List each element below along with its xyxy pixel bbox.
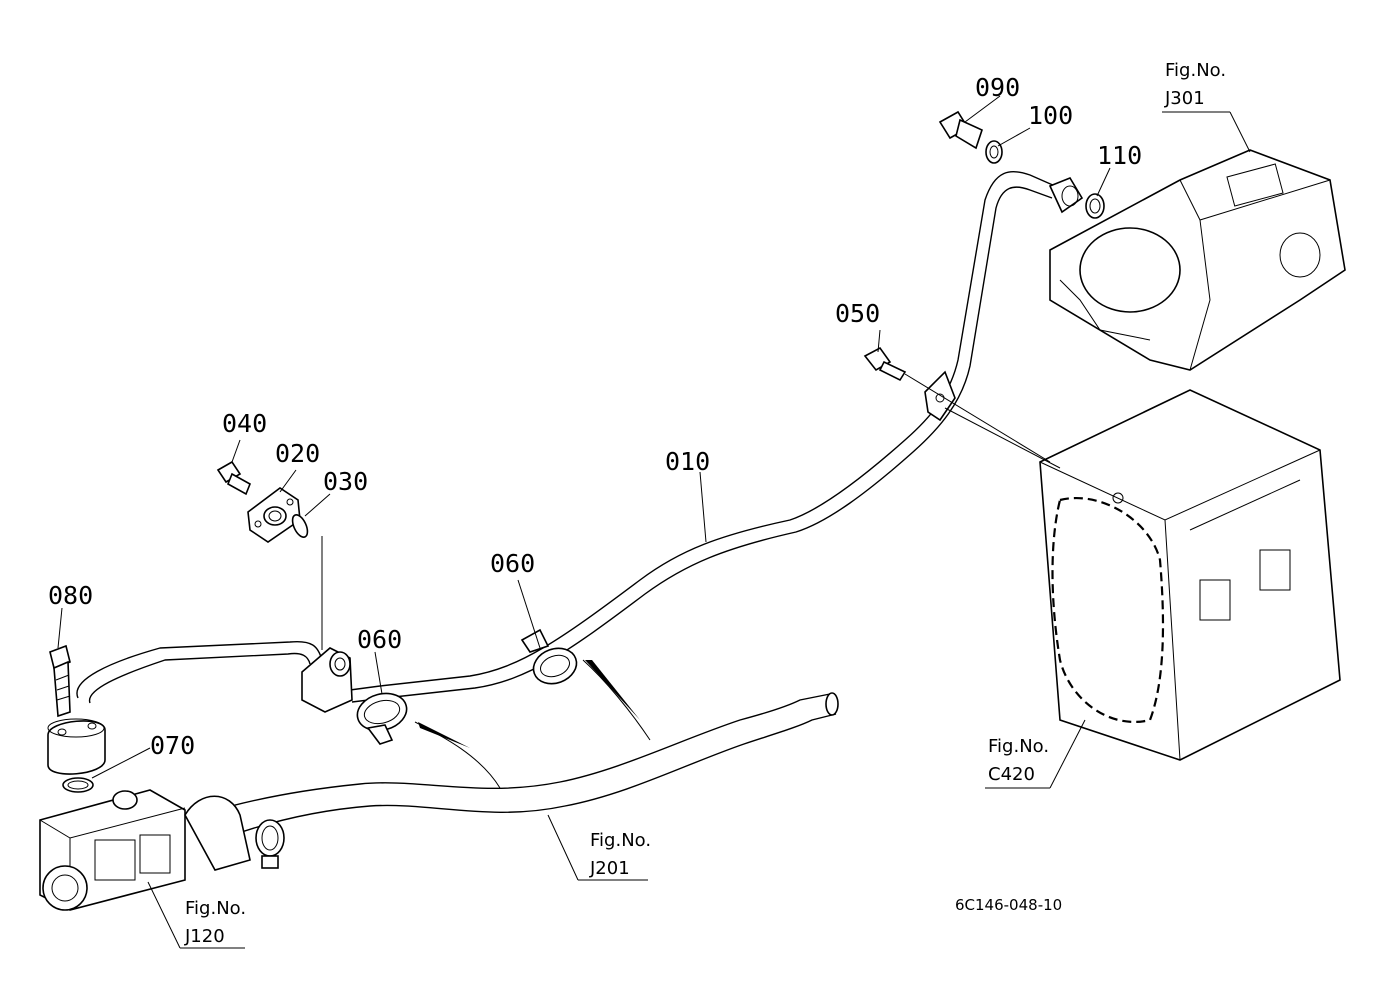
hose-clamp [255, 819, 285, 869]
pipe-bracket [924, 370, 956, 422]
label-020: 020 [275, 439, 320, 468]
pump-flange [47, 718, 106, 775]
washer-100 [985, 140, 1003, 164]
washer-110 [1085, 193, 1105, 219]
flange-020 [247, 487, 301, 543]
o-ring-030 [291, 514, 309, 538]
clamp-060-right [520, 628, 578, 685]
fig-ref-j301-code: J301 [1164, 88, 1205, 109]
clamp-060-left [356, 692, 408, 745]
banjo-bolt-090 [938, 110, 983, 150]
pipe-block [301, 647, 353, 713]
label-070: 070 [150, 731, 195, 760]
o-ring-070 [62, 777, 94, 793]
label-040: 040 [222, 409, 267, 438]
fig-ref-j120-title: Fig.No. [185, 898, 246, 919]
label-090: 090 [975, 73, 1020, 102]
fig-ref-c420-title: Fig.No. [988, 736, 1049, 757]
transmission-case-c420 [1039, 389, 1341, 761]
fig-ref-j120-code: J120 [184, 926, 225, 947]
hose-j201 [209, 692, 839, 837]
leader-lines [57, 95, 1251, 949]
direction-arrows [414, 659, 651, 789]
pipe-010 [76, 171, 1056, 704]
label-080: 080 [48, 581, 93, 610]
drawing-number: 6C146-048-10 [955, 896, 1062, 914]
label-100: 100 [1028, 101, 1073, 130]
label-060-upper: 060 [490, 549, 535, 578]
pipe-eye-end [1048, 177, 1084, 214]
fig-ref-j201-code: J201 [589, 858, 630, 879]
label-050: 050 [835, 299, 880, 328]
fig-ref-j301-title: Fig.No. [1165, 60, 1226, 81]
hydraulic-pump [39, 789, 251, 911]
bolt-080 [49, 644, 71, 718]
fig-ref-c420-code: C420 [988, 764, 1035, 785]
label-010: 010 [665, 447, 710, 476]
valve-j301 [1049, 149, 1346, 371]
fig-ref-j201-title: Fig.No. [590, 830, 651, 851]
label-060-lower: 060 [357, 625, 402, 654]
label-030: 030 [323, 467, 368, 496]
label-110: 110 [1097, 141, 1142, 170]
bolt-050 [863, 346, 907, 382]
bolt-040 [216, 460, 252, 496]
